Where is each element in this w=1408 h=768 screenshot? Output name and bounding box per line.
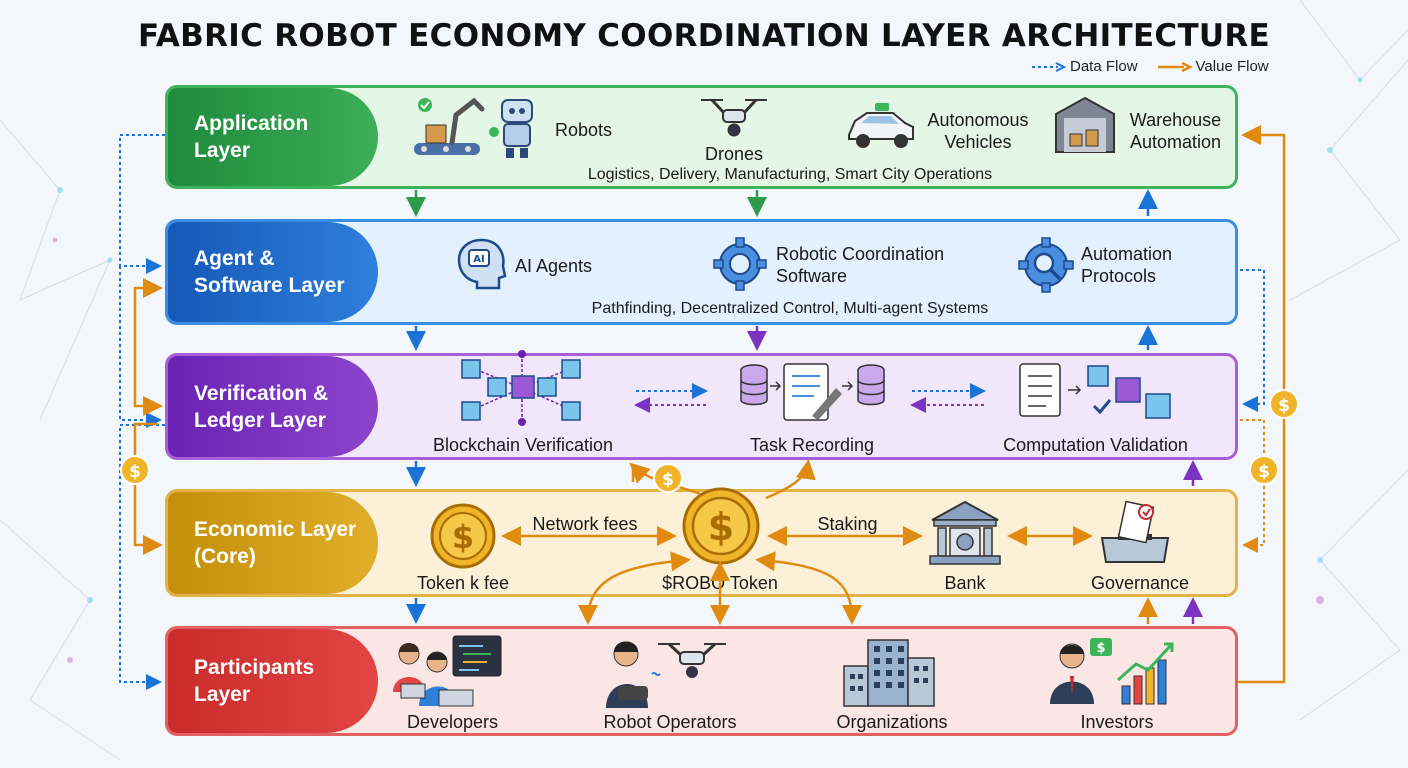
agent-item-automation-protocols: Automation Protocols — [1081, 243, 1172, 287]
eco-item-governance: Governance — [1072, 572, 1208, 594]
edge-label-network-fees: Network fees — [520, 513, 650, 535]
scroll-icon — [1020, 364, 1060, 416]
application-layer-title: Application Layer — [194, 110, 308, 164]
page-title: FABRIC ROBOT ECONOMY COORDINATION LAYER … — [0, 18, 1408, 54]
economic-layer-title: Economic Layer (Core) — [194, 516, 356, 570]
application-layer-header: Application Layer — [168, 88, 378, 186]
par-item-robot-operators: Robot Operators — [590, 711, 750, 733]
svg-text:$: $ — [1096, 641, 1105, 656]
operator-icon — [604, 634, 732, 710]
agent-layer-header: Agent & Software Layer — [168, 222, 378, 322]
gear-icon — [713, 237, 767, 291]
edge-label-staking: Staking — [800, 513, 895, 535]
ballot-icon — [1098, 498, 1172, 566]
bank-icon — [928, 498, 1002, 568]
robo-token-coin-icon: $ — [681, 486, 761, 566]
agent-item-robotic-coordination-software: Robotic Coordination Software — [776, 243, 944, 287]
buildings-icon — [842, 636, 938, 708]
legend-value-flow-label: Value Flow — [1196, 58, 1269, 75]
eco-item-bank: Bank — [915, 572, 1015, 594]
legend-value-flow: Value Flow — [1156, 58, 1269, 75]
drone-icon — [695, 92, 773, 140]
cubes-icon — [1088, 366, 1170, 418]
data-flow-arrow-icon — [1030, 62, 1066, 72]
investor-icon: $ — [1050, 636, 1178, 706]
svg-text:AI: AI — [473, 254, 484, 265]
verification-layer-header: Verification & Ledger Layer — [168, 356, 378, 457]
app-item-autonomous-vehicles: Autonomous Vehicles — [918, 109, 1038, 153]
task-recording-icon — [738, 360, 888, 424]
ver-item-computation-validation: Computation Validation — [988, 434, 1203, 456]
legend-data-flow: Data Flow — [1030, 58, 1138, 75]
agent-layer-description: Pathfinding, Decentralized Control, Mult… — [375, 300, 1205, 318]
svg-text:$: $ — [708, 505, 734, 549]
application-layer-description: Logistics, Delivery, Manufacturing, Smar… — [375, 166, 1205, 184]
agent-layer-title: Agent & Software Layer — [194, 245, 345, 299]
participants-layer-header: Participants Layer — [168, 629, 378, 733]
document-icon — [784, 364, 842, 420]
par-item-developers: Developers — [390, 711, 515, 733]
value-flow-arrow-icon — [1156, 62, 1192, 72]
database-icon — [741, 365, 767, 405]
legend-data-flow-label: Data Flow — [1070, 58, 1138, 75]
ai-head-icon: AI — [455, 236, 507, 292]
participants-layer-title: Participants Layer — [194, 654, 314, 708]
app-item-warehouse-automation: Warehouse Automation — [1118, 109, 1233, 153]
blockchain-icon — [452, 348, 592, 428]
ver-item-task-recording: Task Recording — [712, 434, 912, 456]
svg-text:$: $ — [452, 518, 474, 556]
coin-icon: $ — [429, 502, 497, 570]
app-item-robots: Robots — [555, 119, 612, 141]
developers-icon — [391, 632, 509, 710]
eco-item-token-fee: Token k fee — [400, 572, 526, 594]
legend: Data Flow Value Flow — [1030, 58, 1269, 75]
agent-item-ai-agents: AI Agents — [515, 255, 592, 277]
robot-icon — [488, 92, 548, 160]
verification-layer-title: Verification & Ledger Layer — [194, 380, 328, 434]
par-item-organizations: Organizations — [822, 711, 962, 733]
eco-item-robo-token: $ROBO Token — [645, 572, 795, 594]
warehouse-icon — [1052, 94, 1118, 156]
car-icon — [845, 95, 917, 155]
computation-validation-icon — [1012, 360, 1182, 426]
app-item-drones: Drones — [684, 143, 784, 165]
gear-search-icon — [1018, 237, 1074, 293]
economic-layer-header: Economic Layer (Core) — [168, 492, 378, 594]
ver-item-blockchain-verification: Blockchain Verification — [418, 434, 628, 456]
par-item-investors: Investors — [1062, 711, 1172, 733]
